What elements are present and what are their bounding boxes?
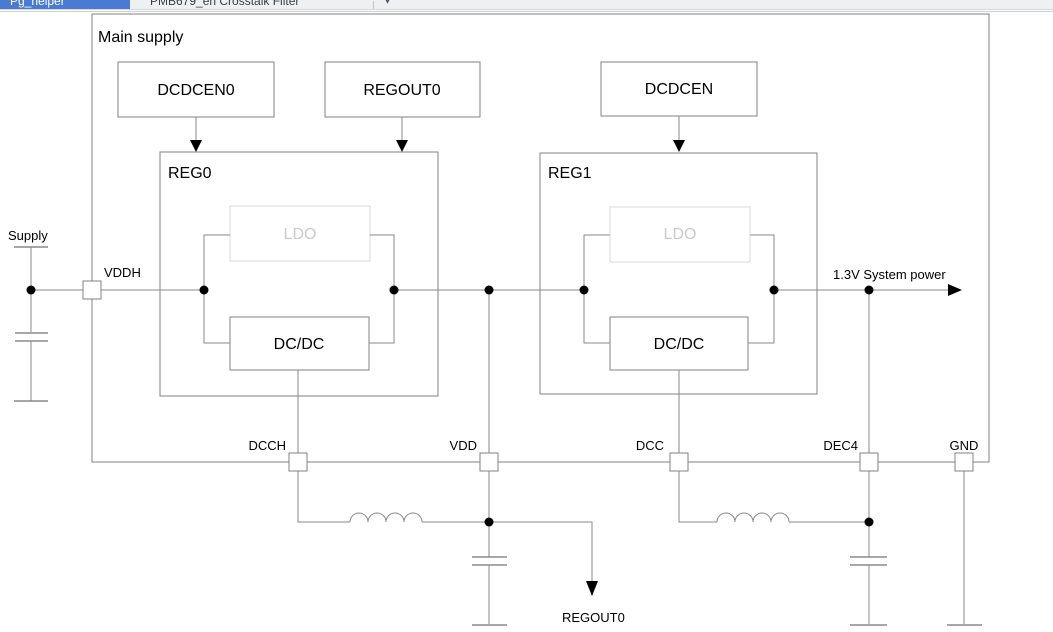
dcdcen0-arrowhead xyxy=(190,140,202,152)
regout0-net-arrowhead xyxy=(586,581,598,596)
supply-source[interactable] xyxy=(14,246,48,402)
inductor-reg0 xyxy=(349,512,423,523)
pin-dec4-label: DEC4 xyxy=(823,438,858,453)
reg0-label: REG0 xyxy=(168,165,212,182)
pin-vddh-label: VDDH xyxy=(104,265,141,280)
gnd-wire xyxy=(947,471,982,626)
chevron-down-icon[interactable]: ▾ xyxy=(385,0,391,7)
regout0-block[interactable]: REGOUT0 xyxy=(324,61,481,152)
dcdcen-block[interactable]: DCDCEN xyxy=(600,61,758,152)
pin-vdd-label: VDD xyxy=(450,438,477,453)
pin-vdd[interactable] xyxy=(479,452,499,472)
supply-label: Supply xyxy=(8,228,48,243)
reg1-label: REG1 xyxy=(548,165,592,182)
pin-vddh[interactable] xyxy=(82,280,102,300)
pin-dcc[interactable] xyxy=(669,452,689,472)
dcdcen-arrowhead xyxy=(673,140,685,152)
power-rail-wires xyxy=(31,284,962,296)
toolbar-divider xyxy=(0,11,1053,12)
reg0-block[interactable]: REG0 LDO DC/DC xyxy=(159,151,439,453)
regout0-arrowhead xyxy=(396,140,408,152)
tab-second-label: PMB679_en Crosstalk Filter xyxy=(150,0,300,8)
reg0-dcdc-label: DC/DC xyxy=(274,336,325,353)
dcdcen0-block[interactable]: DCDCEN0 xyxy=(117,61,275,152)
pin-gnd-label: GND xyxy=(950,438,979,453)
tab-active-label: Pg_helper xyxy=(10,0,65,8)
reg0-dcdc-box[interactable] xyxy=(229,316,370,371)
pin-dcch-label: DCCH xyxy=(248,438,286,453)
tab-divider xyxy=(373,1,374,9)
pin-dcc-label: DCC xyxy=(636,438,664,453)
reg0-ldo-box[interactable] xyxy=(229,205,371,262)
reg1-dcdc-box[interactable] xyxy=(609,316,749,371)
reg0-ldo-label: LDO xyxy=(284,226,317,243)
reg1-ldo-label: LDO xyxy=(664,226,697,243)
pin-dec4[interactable] xyxy=(859,452,879,472)
system-power-label: 1.3V System power xyxy=(833,267,946,282)
dcdcen-label: DCDCEN xyxy=(645,81,713,98)
pin-dcch[interactable] xyxy=(288,452,308,472)
dcdcen0-label: DCDCEN0 xyxy=(157,82,234,99)
reg0-output-filter xyxy=(297,471,598,626)
main-supply-title: Main supply xyxy=(98,29,183,46)
reg1-output-filter xyxy=(678,471,887,626)
reg1-dcdc-label: DC/DC xyxy=(654,336,705,353)
junction-dots xyxy=(26,285,874,527)
regout0-label: REGOUT0 xyxy=(363,82,440,99)
regout0-net-label: REGOUT0 xyxy=(562,610,625,625)
reg1-block[interactable]: REG1 LDO DC/DC xyxy=(539,152,818,453)
rail-branch-wires xyxy=(488,290,870,453)
pin-gnd[interactable] xyxy=(954,452,974,472)
system-power-arrowhead xyxy=(948,284,962,296)
inductor-reg1 xyxy=(716,512,790,523)
main-supply-box[interactable] xyxy=(91,13,990,463)
tab-second[interactable]: PMB679_en Crosstalk Filter xyxy=(150,0,299,9)
tab-bar: Pg_helper PMB679_en Crosstalk Filter xyxy=(0,0,1053,10)
tab-active[interactable]: Pg_helper xyxy=(0,0,130,9)
regout0-net-wire xyxy=(489,521,593,581)
